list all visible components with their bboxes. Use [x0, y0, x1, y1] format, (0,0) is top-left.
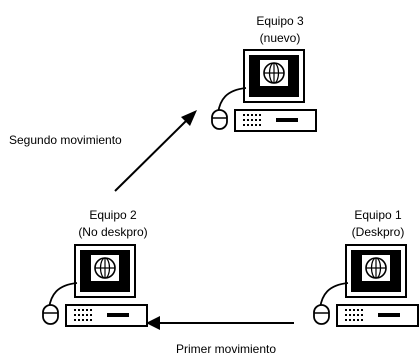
computer-3-note: (nuevo)	[260, 31, 301, 45]
computer-3-name: Equipo 3	[256, 14, 304, 28]
computer-1-name: Equipo 1	[354, 208, 402, 222]
computer-2: Equipo 2 (No deskpro)	[42, 208, 148, 327]
second-move-arrow	[114, 110, 197, 192]
computer-3: Equipo 3 (nuevo)	[211, 14, 317, 132]
computer-2-note: (No deskpro)	[78, 225, 147, 239]
computer-2-name: Equipo 2	[89, 208, 137, 222]
second-move-label: Segundo movimiento	[9, 133, 122, 147]
first-move-arrow	[146, 316, 294, 330]
computer-1: Equipo 1 (Deskpro)	[313, 208, 419, 327]
computer-1-note: (Deskpro)	[352, 225, 405, 239]
desktop-computer-icon	[42, 244, 148, 327]
desktop-computer-icon	[211, 49, 317, 132]
desktop-computer-icon	[313, 244, 419, 327]
first-move-label: Primer movimiento	[176, 342, 276, 356]
